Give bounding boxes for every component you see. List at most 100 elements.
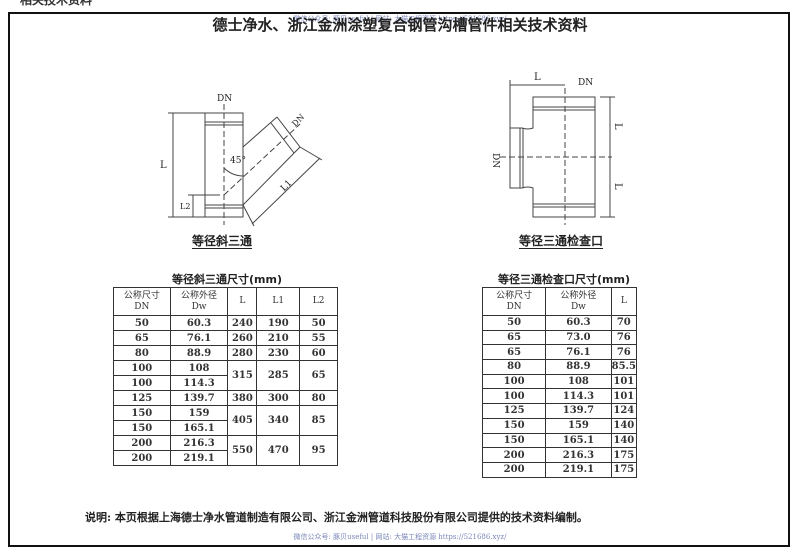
L1-label: L1 (279, 178, 294, 193)
table-cell: 76.1 (169, 330, 229, 346)
table-cell: 150 (113, 420, 171, 436)
table-cell: 95 (299, 435, 338, 466)
table-cell: 60.3 (169, 315, 229, 331)
table-cell: 260 (227, 330, 258, 346)
table-cell: 125 (113, 390, 171, 406)
table-cell: 100 (113, 375, 171, 391)
table-cell: 159 (169, 405, 229, 421)
table-cell: 50 (113, 315, 171, 331)
table-cell: 85.5 (610, 359, 638, 375)
table-cell: 76 (610, 344, 638, 361)
table-cell: 100 (113, 360, 171, 376)
table-cell: 280 (227, 345, 258, 361)
table-cell: 140 (610, 417, 638, 434)
table-cell: 380 (227, 390, 258, 406)
table-cell: 60 (299, 345, 338, 361)
table-cell: 159 (545, 417, 612, 434)
dn-label: DN (217, 94, 232, 104)
table-cell: 139.7 (545, 403, 612, 419)
table-cell: 65 (481, 329, 547, 346)
table-cell: 70 (610, 315, 638, 331)
table-cell: 315 (227, 360, 258, 391)
table-cell: 165.1 (169, 420, 229, 436)
table-cell: 200 (113, 435, 171, 451)
table-cell: 55 (299, 330, 338, 346)
table-cell: 85 (299, 405, 338, 436)
L2-label: L2 (180, 202, 190, 211)
table-cell: 65 (113, 330, 171, 346)
watermark-bottom: 微信公众号: 豚贝useful | 网站: 大猫工程资源 https://521… (293, 533, 507, 541)
drawing-frame (8, 12, 790, 547)
table-cell: 101 (610, 373, 638, 390)
page-title: 德士净水、浙江金洲涂塑复合钢管沟槽管件相关技术资料 (212, 16, 588, 34)
table-cell: 300 (256, 390, 301, 406)
table-cell: 340 (256, 405, 301, 436)
dn-side-label: DN (490, 153, 500, 168)
table-cell: 190 (256, 315, 301, 331)
table-cell: 50 (299, 315, 338, 331)
table-cell: 216.3 (545, 447, 612, 463)
table-cell: 114.3 (169, 375, 229, 391)
table-cell: 108 (169, 360, 229, 376)
col-header-L: L (610, 287, 638, 316)
table-cell: 219.1 (545, 461, 612, 478)
lateral-tee-caption: 等径斜三通 (192, 234, 253, 248)
inspection-tee-table-title: 等径三通检查口尺寸(mm) (498, 273, 630, 286)
table-cell: 219.1 (169, 450, 229, 466)
L-right-label-1: L (612, 123, 623, 130)
table-cell: 50 (481, 315, 547, 331)
L-label: L (160, 160, 167, 171)
table-cell: 60.3 (545, 315, 612, 331)
table-cell: 65 (481, 344, 547, 361)
table-cell: 230 (256, 345, 301, 361)
lateral-tee-table-title: 等径斜三通尺寸(mm) (172, 273, 282, 286)
table-cell: 550 (227, 435, 258, 466)
inspection-tee-diagram: L DN DN L L (490, 72, 623, 225)
table-cell: 88.9 (545, 359, 612, 375)
table-cell: 175 (610, 461, 638, 478)
table-cell: 125 (481, 403, 547, 419)
table-cell: 124 (610, 403, 638, 419)
table-cell: 165.1 (545, 432, 612, 449)
inspection-tee-caption: 等径三通检查口 (519, 234, 604, 248)
table-cell: 76 (610, 329, 638, 346)
table-cell: 108 (545, 373, 612, 390)
table-cell: 140 (610, 432, 638, 449)
table-cell: 73.0 (545, 329, 612, 346)
table-cell: 210 (256, 330, 301, 346)
table-cell: 88.9 (169, 345, 229, 361)
table-cell: 150 (481, 417, 547, 434)
table-cell: 80 (481, 359, 547, 375)
table-cell: 76.1 (545, 344, 612, 361)
table-cell: 285 (256, 360, 301, 391)
table-cell: 101 (610, 388, 638, 405)
lateral-tee-diagram: DN DN 45° L L2 L1 (160, 94, 323, 227)
table-cell: 150 (481, 432, 547, 449)
table-cell: 200 (481, 447, 547, 463)
